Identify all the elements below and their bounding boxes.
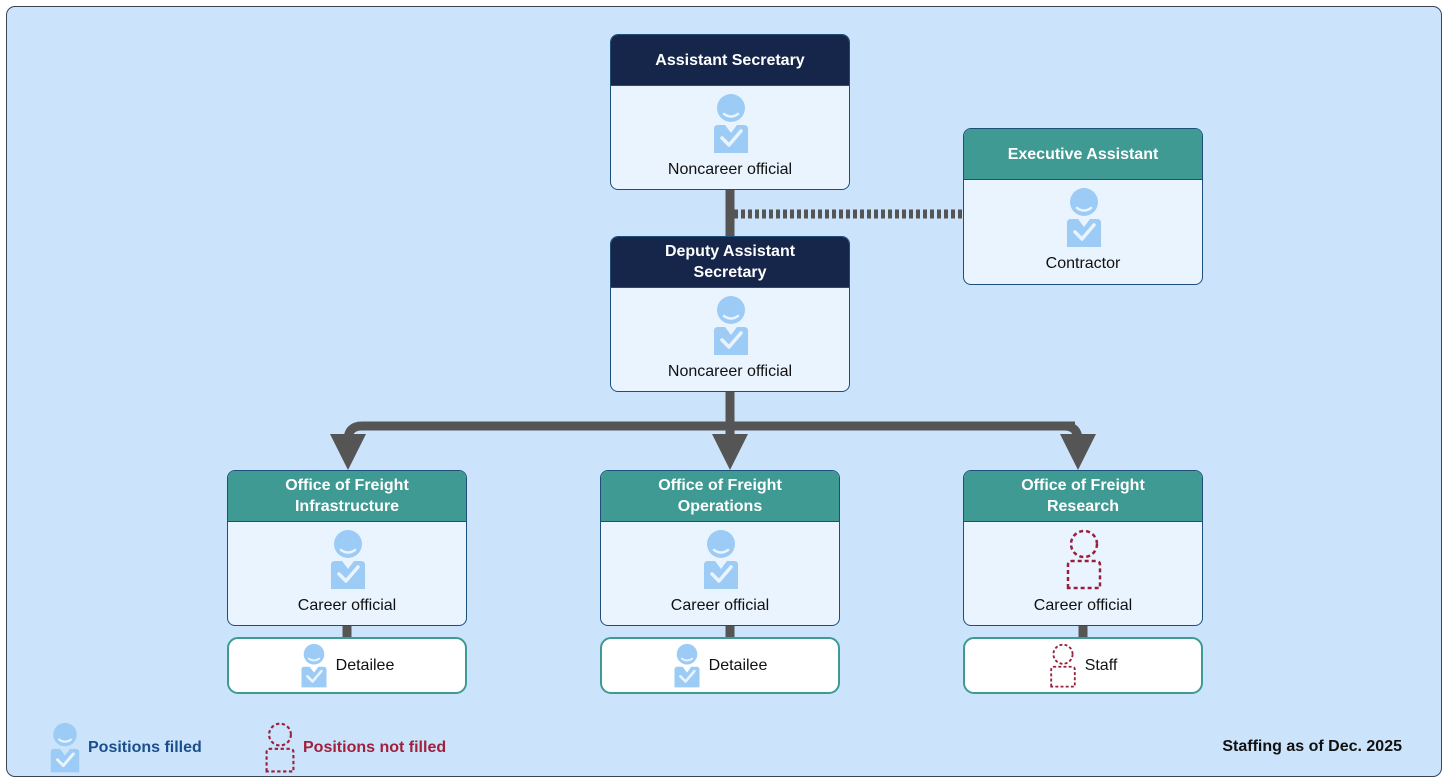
position-title: Office of Freight Infrastructure: [228, 471, 466, 522]
position-role: Career official: [670, 597, 770, 614]
sub-label: Detailee: [335, 656, 395, 674]
position-role: Contractor: [1045, 255, 1121, 272]
legend-filled: Positions filled: [48, 722, 202, 774]
box-office-freight-operations: Office of Freight Operations Career offi…: [600, 470, 840, 626]
person-filled-icon: [1065, 187, 1103, 249]
person-filled-icon: [48, 722, 82, 774]
staffing-as-of: Staffing as of Dec. 2025: [1222, 738, 1402, 755]
position-role: Career official: [1033, 597, 1133, 614]
connector-office-to-sub: [342, 626, 1088, 639]
legend-filled-label: Positions filled: [88, 739, 202, 756]
position-title: Office of Freight Operations: [601, 471, 839, 522]
position-title: Office of Freight Research: [964, 471, 1202, 522]
position-role: Noncareer official: [667, 161, 793, 178]
sub-operations-detailee: Detailee: [600, 637, 840, 694]
box-executive-assistant: Executive Assistant Contractor: [963, 128, 1203, 285]
person-filled-icon: [673, 642, 701, 690]
person-filled-icon: [329, 529, 367, 591]
position-role: Noncareer official: [667, 363, 793, 380]
legend-not-filled: Positions not filled: [263, 722, 446, 774]
person-filled-icon: [702, 529, 740, 591]
person-filled-icon: [712, 93, 750, 155]
box-office-freight-research: Office of Freight Research Career offici…: [963, 470, 1203, 626]
box-assistant-secretary: Assistant Secretary Noncareer official: [610, 34, 850, 190]
person-filled-icon: [712, 295, 750, 357]
position-title: Deputy Assistant Secretary: [611, 237, 849, 288]
sub-label: Detailee: [708, 656, 768, 674]
sub-label: Staff: [1084, 656, 1118, 674]
sub-infrastructure-detailee: Detailee: [227, 637, 467, 694]
sub-research-staff: Staff: [963, 637, 1203, 694]
legend-not-filled-label: Positions not filled: [303, 739, 447, 756]
position-role: Career official: [297, 597, 397, 614]
connector-das-to-offices: [330, 391, 1096, 470]
person-unfilled-icon: [1049, 642, 1077, 690]
position-title: Assistant Secretary: [611, 35, 849, 86]
box-deputy-assistant-secretary: Deputy Assistant Secretary Noncareer off…: [610, 236, 850, 392]
person-unfilled-icon: [1065, 529, 1103, 591]
box-office-freight-infrastructure: Office of Freight Infrastructure Career …: [227, 470, 467, 626]
person-unfilled-icon: [263, 722, 297, 774]
position-title: Executive Assistant: [964, 129, 1202, 180]
person-filled-icon: [300, 642, 328, 690]
